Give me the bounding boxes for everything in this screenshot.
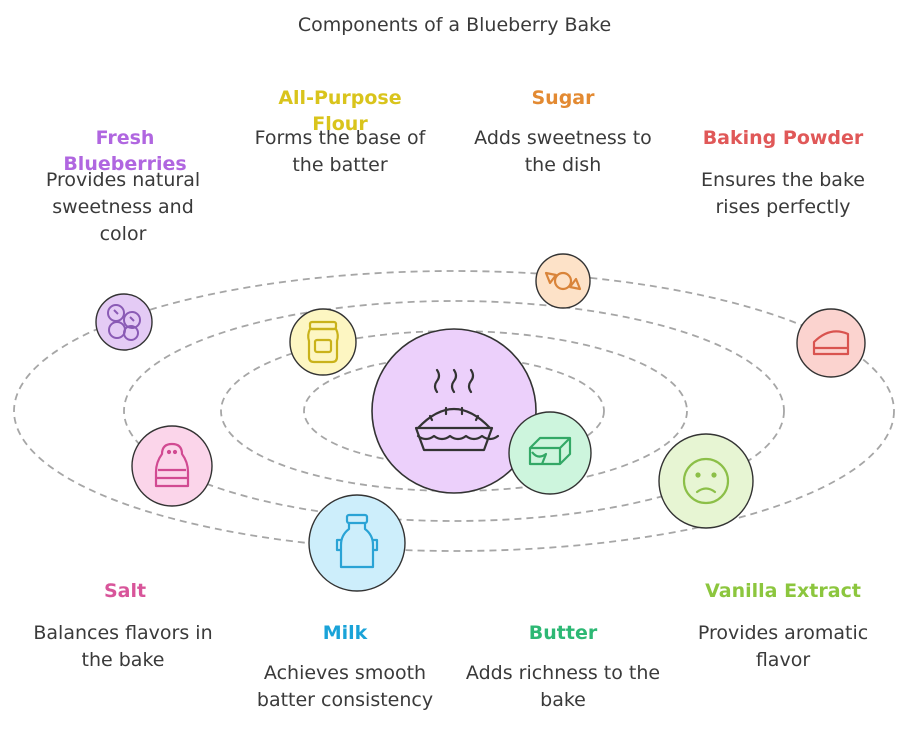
label-vanilla: Vanilla Extract [705, 580, 861, 602]
desc-butter: Adds richness to the bake [465, 662, 661, 711]
orbit-3 [123, 300, 785, 522]
salt-shaker-icon [131, 425, 213, 507]
desc-milk: Achieves smooth batter consistency [256, 662, 434, 711]
label-milk: Milk [322, 622, 368, 644]
desc-sugar: Adds sweetness to the dish [474, 127, 652, 176]
diagram-title: Components of a Blueberry Bake [297, 14, 612, 36]
desc-vanilla: Provides aromatic flavor [697, 622, 869, 671]
label-salt: Salt [103, 580, 147, 602]
desc-flour: Forms the base of the batter [254, 127, 426, 176]
label-sugar: Sugar [531, 87, 595, 109]
label-blueberries: Fresh Blueberries [63, 127, 187, 175]
butter-icon [508, 411, 592, 495]
blueberries-icon [95, 293, 153, 351]
label-baking-powder: Baking Powder [702, 127, 864, 149]
pie-icon [371, 328, 537, 494]
desc-salt: Balances flavors in the bake [33, 622, 213, 671]
label-flour: All-Purpose Flour [278, 87, 402, 135]
desc-blueberries: Provides natural sweetness and color [45, 169, 201, 245]
milk-can-icon [308, 494, 406, 592]
cake-slice-icon [796, 308, 866, 378]
orbit-4 [13, 270, 895, 552]
candy-icon [535, 253, 591, 309]
desc-baking-powder: Ensures the bake rises perfectly [701, 169, 865, 218]
label-butter: Butter [528, 622, 598, 644]
flour-jar-icon [289, 308, 357, 376]
frown-face-icon [658, 433, 754, 529]
